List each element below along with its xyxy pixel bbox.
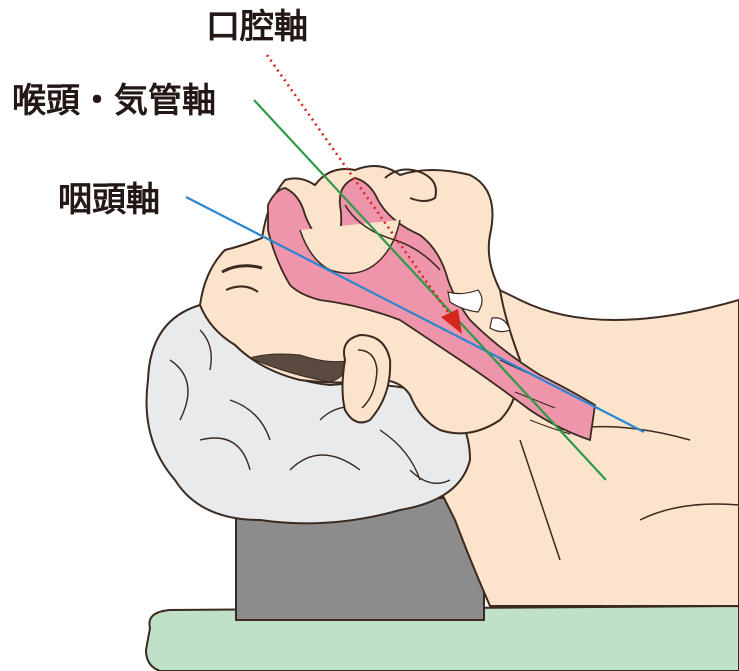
oral-axis-label: 口腔軸	[206, 10, 308, 44]
laryngotracheal-axis-label: 喉頭・気管軸	[12, 84, 216, 118]
pharyngeal-axis-label: 咽頭軸	[58, 183, 160, 217]
